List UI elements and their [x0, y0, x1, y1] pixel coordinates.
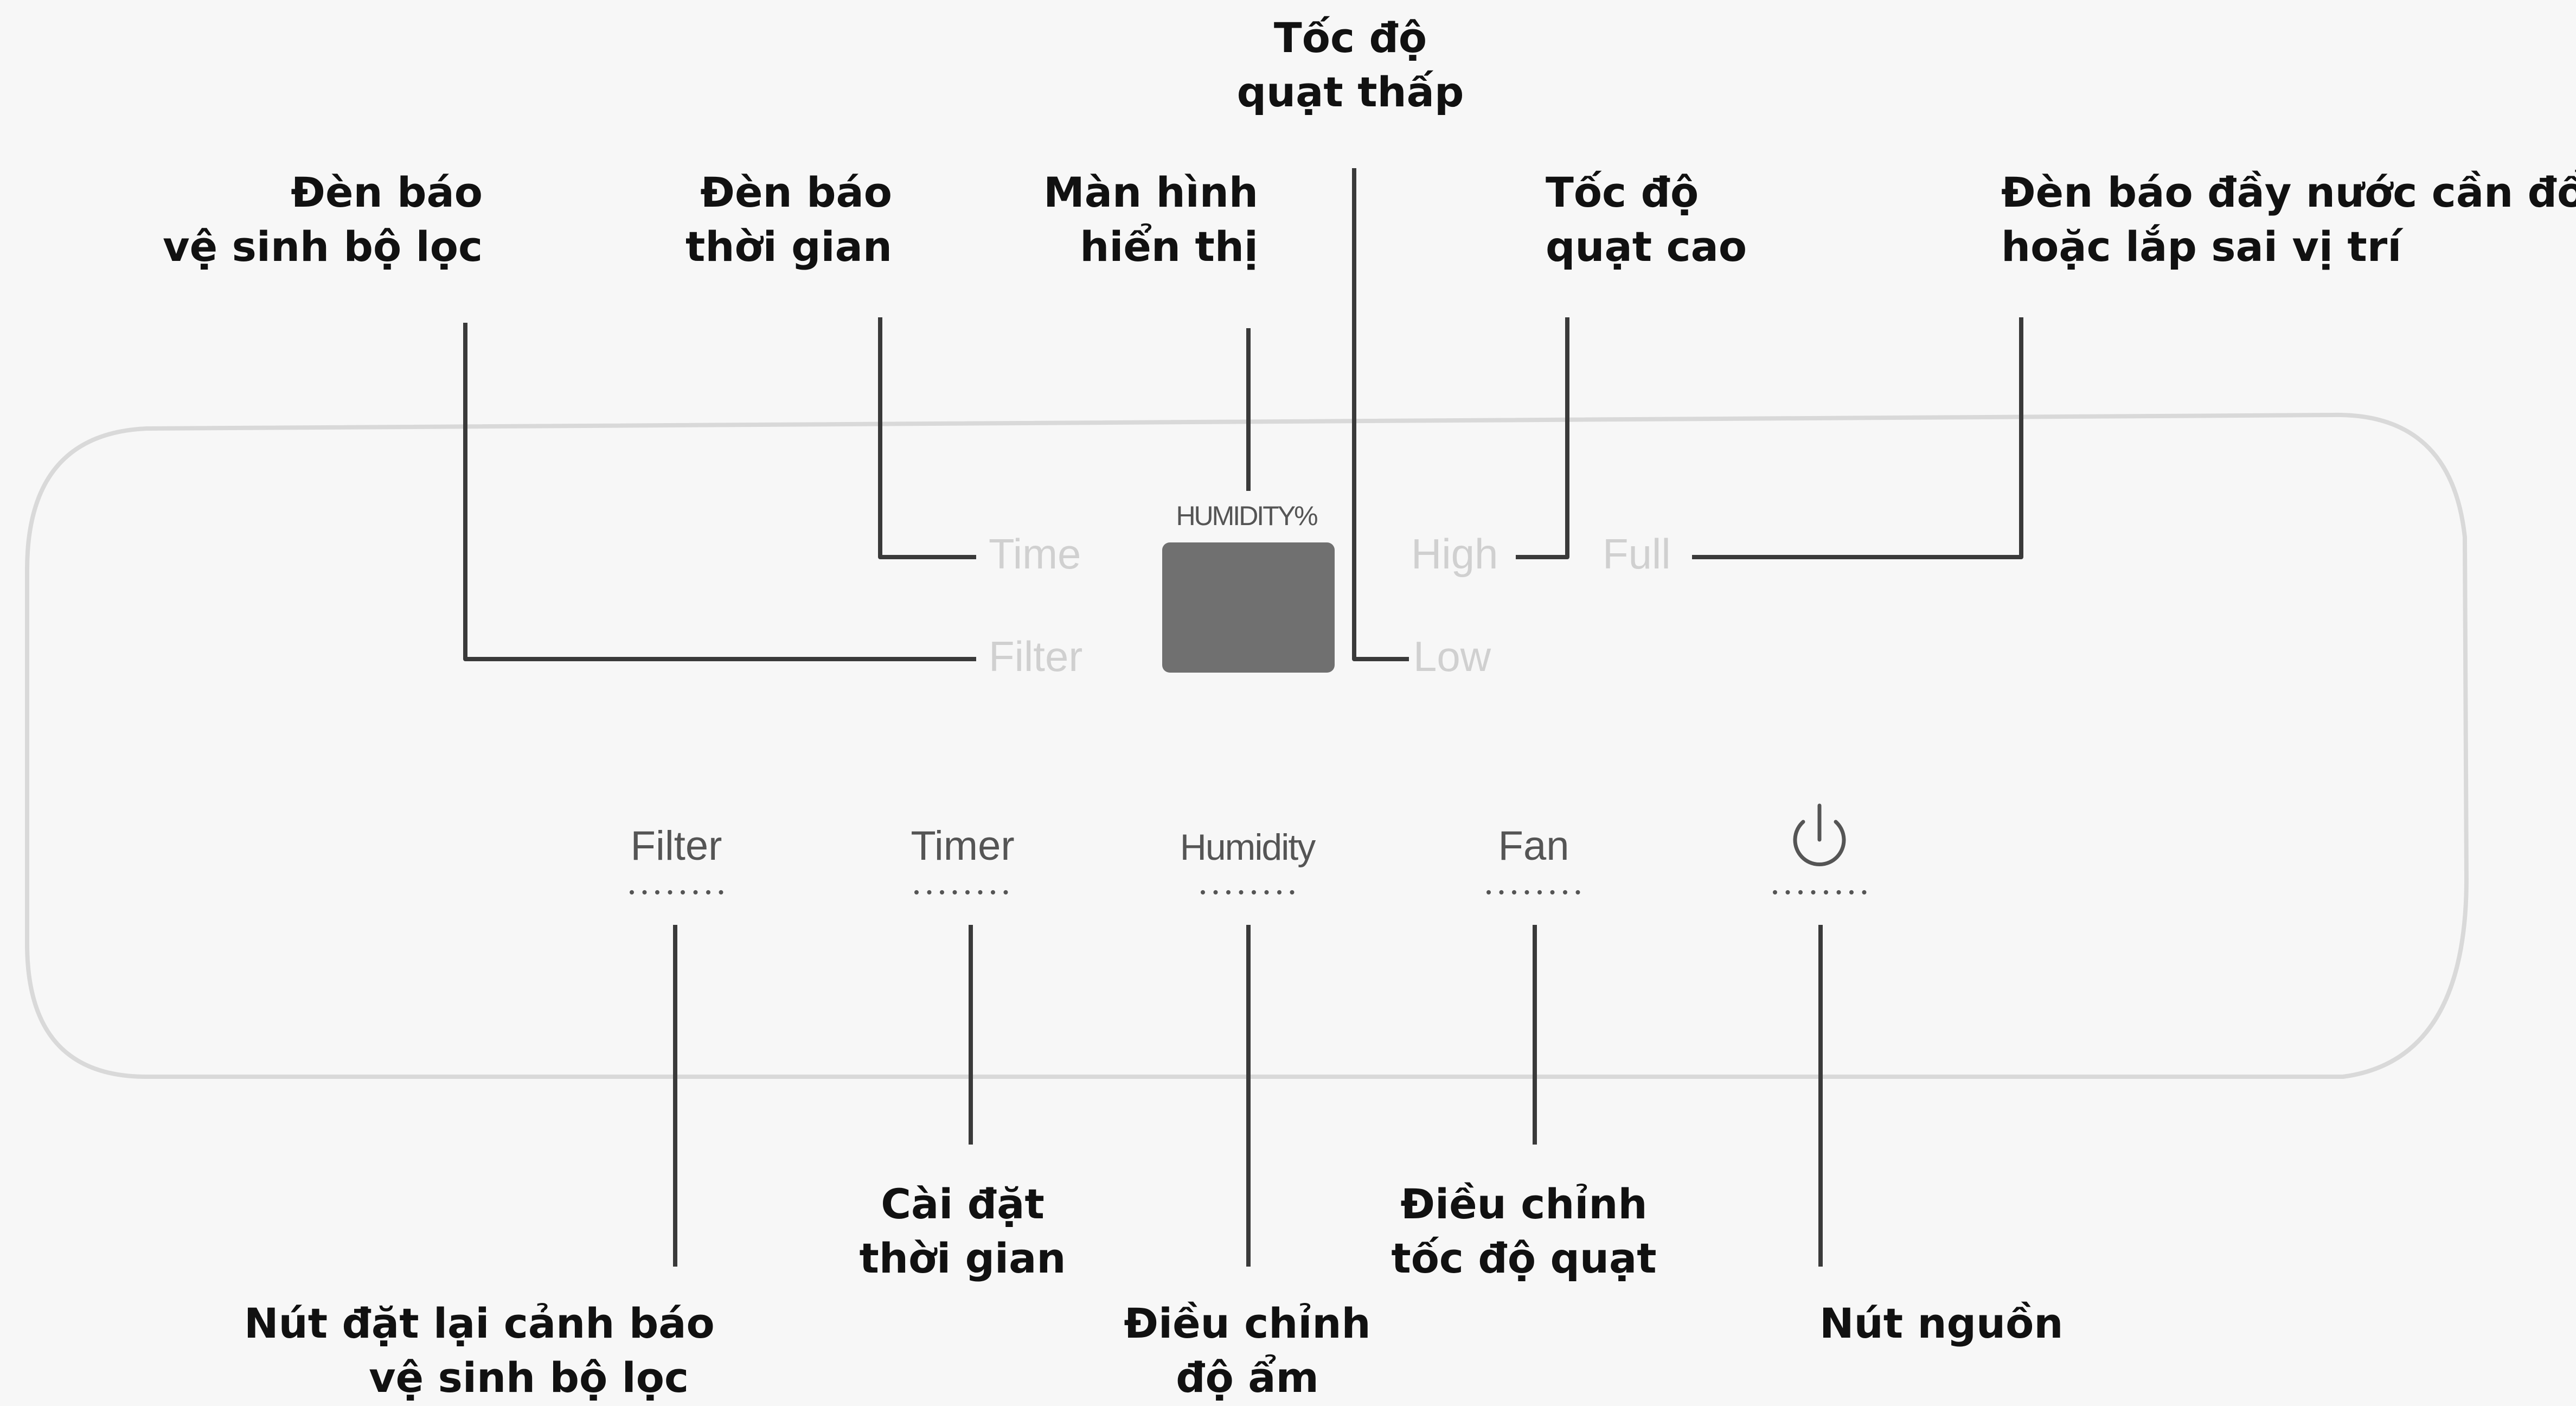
- low-indicator: Low: [1413, 632, 1491, 680]
- callout-filter-reset-button: Nút đặt lại cảnh báo vệ sinh bộ lọc: [244, 1299, 715, 1402]
- full-indicator: Full: [1603, 530, 1671, 578]
- leader-time-indicator: [878, 317, 976, 559]
- leader-filter-indicator: [463, 323, 976, 661]
- callout-timer-setting: Cài đặt thời gian: [859, 1180, 1066, 1282]
- callout-low-fan-speed: Tốc độ quạt thấp: [1236, 14, 1464, 116]
- callout-display-screen: Màn hình hiển thị: [1043, 168, 1258, 271]
- callout-filter-clean-indicator: Đèn báo vệ sinh bộ lọc: [163, 168, 483, 271]
- callout-timer-indicator: Đèn báo thời gian: [685, 168, 892, 271]
- display-screen: [1162, 542, 1335, 673]
- panel-outline: [25, 412, 2469, 1079]
- high-indicator: High: [1411, 530, 1498, 578]
- power-icon[interactable]: [1793, 803, 1846, 866]
- callout-high-fan-speed: Tốc độ quạt cao: [1546, 168, 1747, 271]
- leader-high-indicator: [1516, 317, 1569, 559]
- callout-tank-full-indicator: Đèn báo đầy nước cần đổ hoặc lắp sai vị …: [2001, 168, 2576, 271]
- leader-low-indicator: [1352, 168, 1409, 661]
- callout-power-button: Nút nguồn: [1819, 1299, 2064, 1347]
- fan-button[interactable]: Fan: [1498, 823, 1569, 869]
- humidity-button[interactable]: Humidity: [1180, 827, 1317, 868]
- display-header: HUMIDITY%: [1176, 501, 1317, 531]
- time-indicator: Time: [989, 530, 1081, 578]
- callout-humidity-adjust: Điều chỉnh độ ẩm: [1124, 1299, 1371, 1402]
- filter-button[interactable]: Filter: [631, 823, 722, 869]
- callout-fan-speed-adjust: Điều chỉnh tốc độ quạt: [1391, 1180, 1657, 1282]
- filter-indicator: Filter: [989, 632, 1082, 680]
- timer-button[interactable]: Timer: [911, 823, 1014, 869]
- leader-full-indicator: [1692, 317, 2023, 559]
